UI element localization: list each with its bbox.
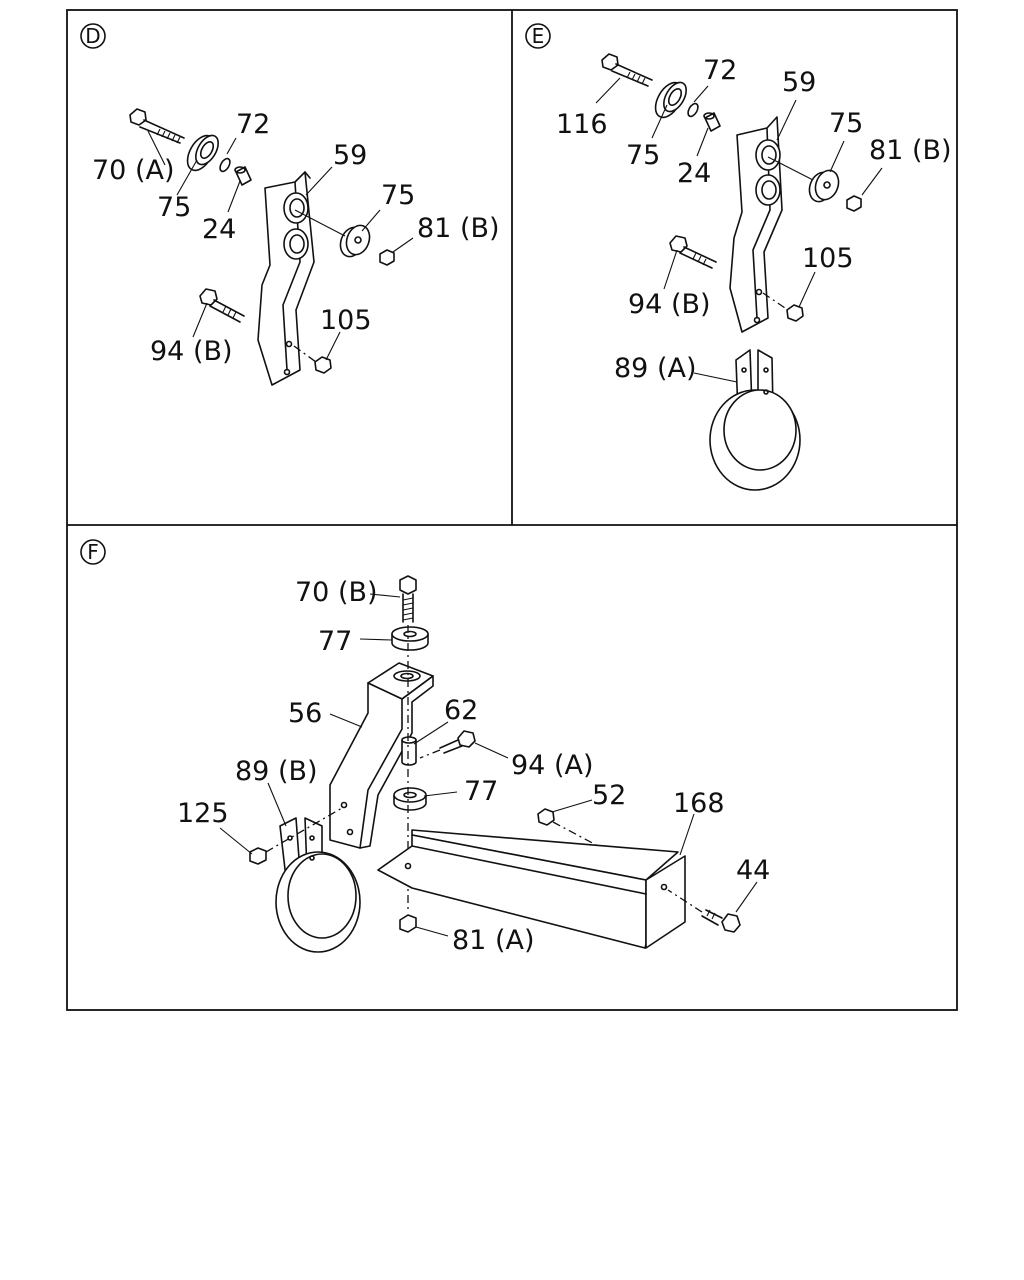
label-24: 24 (677, 158, 711, 189)
label-70a: 70 (A) (92, 155, 174, 186)
label-94a: 94 (A) (511, 750, 593, 781)
label-168: 168 (673, 788, 725, 819)
panel-f-marker: F (80, 539, 106, 565)
panel-d-marker: D (80, 23, 106, 49)
label-75-right: 75 (381, 180, 415, 211)
bolt-70b-icon (399, 575, 417, 623)
label-59: 59 (782, 67, 816, 98)
spacer-75-icon (339, 224, 371, 258)
label-105: 105 (320, 305, 372, 336)
label-89b: 89 (B) (235, 756, 318, 787)
nut-105-icon (786, 304, 804, 322)
nut-125-icon (249, 847, 267, 865)
svg-text:D: D (85, 24, 100, 48)
bolt-94b-icon (199, 288, 245, 323)
collar-62-icon (401, 736, 417, 766)
label-59: 59 (333, 140, 367, 171)
label-62: 62 (444, 695, 478, 726)
panel-d-leaders (147, 130, 414, 361)
label-105: 105 (802, 243, 854, 274)
panel-f: F (80, 539, 770, 956)
panel-frames (66, 9, 958, 1011)
label-77-lower: 77 (464, 776, 498, 807)
bolt-94a-icon (419, 730, 476, 759)
label-94b: 94 (B) (628, 289, 711, 320)
nut-81b-icon (846, 195, 862, 212)
label-72: 72 (236, 109, 270, 140)
bolt-94b-icon (669, 235, 717, 269)
label-81a: 81 (A) (452, 925, 534, 956)
label-75: 75 (157, 192, 191, 223)
panel-d: D (80, 23, 500, 386)
label-89a: 89 (A) (614, 353, 696, 384)
washer-72-icon (219, 157, 231, 173)
label-75: 75 (626, 140, 660, 171)
nut-52-icon (537, 808, 555, 826)
label-72: 72 (703, 55, 737, 86)
clamp-89a-icon (709, 349, 801, 491)
svg-text:E: E (532, 24, 545, 48)
collar-24-icon (703, 112, 721, 132)
bracket-59-icon (257, 171, 315, 386)
collar-24-icon (234, 166, 252, 186)
label-116: 116 (556, 109, 608, 140)
bolt-44-icon (667, 889, 741, 933)
clamp-89b-icon (275, 817, 361, 953)
bolt-116-icon (601, 53, 653, 87)
label-70b: 70 (B) (295, 577, 378, 608)
label-77-upper: 77 (318, 626, 352, 657)
washer-75-icon (654, 81, 687, 119)
panel-e-leaders (595, 77, 883, 383)
label-75-right: 75 (829, 108, 863, 139)
label-81b: 81 (B) (417, 213, 500, 244)
washer-75-icon (186, 134, 219, 172)
bracket-168-icon (377, 829, 686, 949)
label-94b: 94 (B) (150, 336, 233, 367)
svg-text:F: F (87, 540, 99, 564)
label-52: 52 (592, 780, 626, 811)
label-24: 24 (202, 214, 236, 245)
nut-81a-icon (399, 914, 417, 933)
panel-e-marker: E (525, 23, 551, 49)
panel-f-leaders (219, 593, 758, 937)
cushion-77-upper-icon (391, 626, 429, 651)
cushion-77-lower-icon (393, 787, 427, 811)
bolt-70a-icon (129, 108, 185, 144)
nut-105-icon (314, 356, 332, 374)
label-56: 56 (288, 698, 322, 729)
bracket-56-icon (329, 662, 434, 849)
label-44: 44 (736, 855, 770, 886)
washer-72-icon (687, 102, 699, 118)
bracket-59-icon (729, 116, 783, 333)
label-81b: 81 (B) (869, 135, 952, 166)
panel-e: E (525, 23, 952, 491)
nut-81b-icon (379, 249, 395, 266)
label-125: 125 (177, 798, 229, 829)
spacer-75-icon (808, 169, 840, 203)
